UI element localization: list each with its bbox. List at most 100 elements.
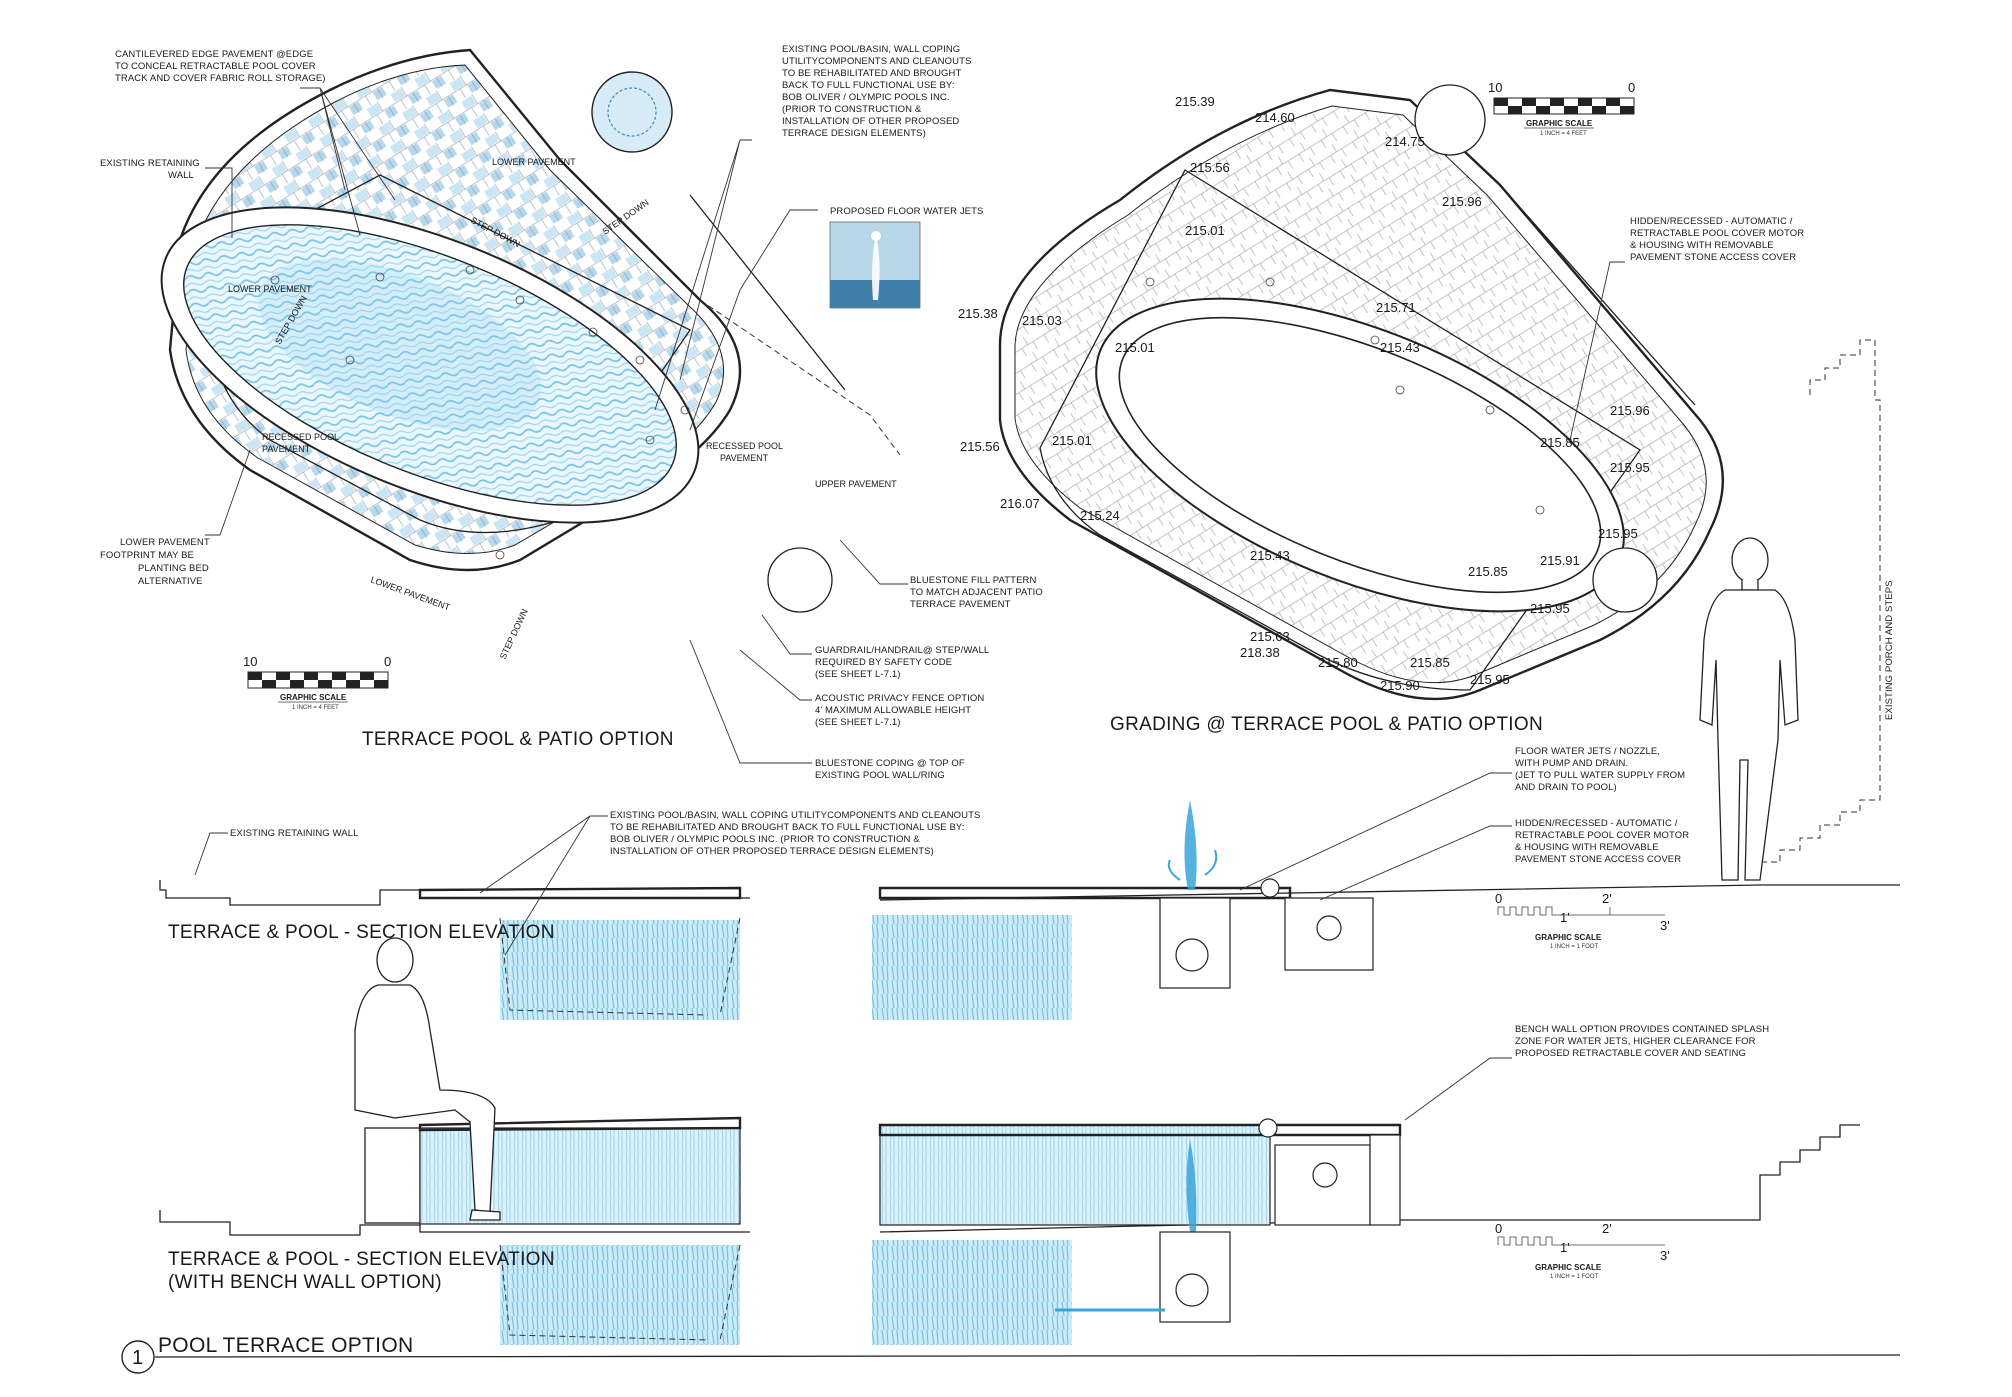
leader-section1-hidden: [1319, 825, 1512, 901]
graphic-scale-section2: 0 1' 2' 3' GRAPHIC SCALE 1 INCH = 1 FOOT: [1495, 1221, 1670, 1280]
svg-text:FOOTPRINT MAY BE: FOOTPRINT MAY BE: [100, 550, 194, 561]
leader-section1-existing-pool: [479, 815, 608, 956]
svg-text:BOB OLIVER / OLYMPIC POOLS INC: BOB OLIVER / OLYMPIC POOLS INC. (PRIOR T…: [610, 834, 920, 845]
leader-bench: [1404, 1057, 1512, 1121]
graphic-scale-left: 10 0 GRAPHIC SCALE 1 INCH = 4 FEET: [243, 654, 391, 711]
svg-text:1 INCH = 1 FOOT: 1 INCH = 1 FOOT: [1550, 1274, 1599, 1280]
svg-text:1 INCH = 4 FEET: 1 INCH = 4 FEET: [1540, 131, 1587, 137]
svg-text:INSTALLATION OF OTHER PROPOSED: INSTALLATION OF OTHER PROPOSED TERRACE D…: [610, 846, 934, 857]
svg-text:PLANTING BED: PLANTING BED: [138, 563, 209, 574]
graphic-scale-right: 10 0 GRAPHIC SCALE 1 INCH = 4 FEET: [1488, 80, 1635, 137]
grade-08: 215.03: [1022, 313, 1062, 328]
existing-porch-steps: [1759, 339, 1881, 880]
svg-text:BOB OLIVER / OLYMPIC POOLS INC: BOB OLIVER / OLYMPIC POOLS INC.: [782, 92, 950, 103]
grade-15: 215.85: [1540, 435, 1580, 450]
svg-text:UTILITYCOMPONENTS AND CLEANOUT: UTILITYCOMPONENTS AND CLEANOUTS: [782, 56, 971, 67]
svg-text:TO BE REHABILITATED AND BROUGH: TO BE REHABILITATED AND BROUGHT: [782, 68, 962, 79]
note-bench-wall: BENCH WALL OPTION PROVIDES CONTAINED SPL…: [1515, 1024, 1769, 1059]
note-cantilevered: CANTILEVERED EDGE PAVEMENT @EDGE TO CONC…: [115, 49, 326, 84]
leader-lower-footprint: [205, 449, 251, 536]
svg-text:TO BE REHABILITATED AND BROUGH: TO BE REHABILITATED AND BROUGHT BACK TO …: [610, 822, 965, 833]
grade-04: 215.56: [1190, 160, 1230, 175]
grading-pool: [1118, 316, 1602, 594]
leader-section1-floor-jets: [1239, 772, 1512, 891]
note-section1-hidden: HIDDEN/RECESSED - AUTOMATIC / RETRACTABL…: [1515, 818, 1689, 865]
svg-text:EXISTING POOL/BASIN, WALL COPI: EXISTING POOL/BASIN, WALL COPING UTILITY…: [610, 810, 980, 821]
svg-text:LOWER PAVEMENT: LOWER PAVEMENT: [120, 537, 210, 548]
grade-03: 214.75: [1385, 134, 1425, 149]
svg-text:AND DRAIN TO POOL): AND DRAIN TO POOL): [1515, 782, 1617, 793]
svg-text:WITH PUMP AND DRAIN.: WITH PUMP AND DRAIN.: [1515, 758, 1628, 769]
svg-text:(SEE SHEET L-7.1): (SEE SHEET L-7.1): [815, 717, 900, 728]
note-coping: BLUESTONE COPING @ TOP OF EXISTING POOL …: [815, 758, 965, 781]
svg-text:INSTALLATION OF OTHER PROPOSED: INSTALLATION OF OTHER PROPOSED: [782, 116, 959, 127]
floor-jets: [270, 265, 690, 560]
svg-text:CANTILEVERED EDGE PAVEMENT @ED: CANTILEVERED EDGE PAVEMENT @EDGE: [115, 49, 313, 60]
grade-28: 215.90: [1380, 678, 1420, 693]
section2-cover-roll: [1258, 1118, 1278, 1138]
section2-pool-water-right: [872, 1240, 1072, 1345]
note-bluestone-fill: BLUESTONE FILL PATTERN TO MATCH ADJACENT…: [910, 575, 1043, 610]
svg-text:BACK TO FULL FUNCTIONAL USE BY: BACK TO FULL FUNCTIONAL USE BY:: [782, 80, 955, 91]
seated-person-figure: [354, 937, 501, 1221]
note-hidden-motor-plan: HIDDEN/RECESSED - AUTOMATIC / RETRACTABL…: [1630, 216, 1804, 263]
grade-12: 215.96: [1610, 403, 1650, 418]
title-section-elevation-2: TERRACE & POOL - SECTION ELEVATION: [168, 1249, 555, 1270]
svg-text:3': 3': [1660, 918, 1670, 933]
label-lower-pavement-left: LOWER PAVEMENT: [228, 284, 312, 294]
svg-text:RETRACTABLE POOL COVER MOTOR: RETRACTABLE POOL COVER MOTOR: [1630, 228, 1804, 239]
section2-ground: [159, 1210, 750, 1236]
jet-photo: [829, 221, 921, 309]
title-section-elevation-1: TERRACE & POOL - SECTION ELEVATION: [168, 922, 555, 943]
grade-17: 216.07: [1000, 496, 1040, 511]
svg-text:ALTERNATIVE: ALTERNATIVE: [138, 576, 203, 587]
svg-text:TO CONCEAL RETRACTABLE POOL CO: TO CONCEAL RETRACTABLE POOL COVER: [115, 61, 316, 72]
planter-bottom: [767, 547, 833, 613]
section2-pool-water-left: [500, 1245, 740, 1345]
label-step-down-4: STEP DOWN: [498, 607, 530, 660]
svg-text:GUARDRAIL/HANDRAIL@ STEP/WALL: GUARDRAIL/HANDRAIL@ STEP/WALL: [815, 645, 989, 656]
grade-05: 215.01: [1185, 223, 1225, 238]
svg-text:10: 10: [243, 654, 257, 669]
svg-text:TRACK AND COVER FABRIC ROLL ST: TRACK AND COVER FABRIC ROLL STORAGE): [115, 73, 326, 84]
terrace-outer-edge: [168, 48, 742, 572]
grade-07: 215.38: [958, 306, 998, 321]
leader-jets: [689, 209, 818, 431]
svg-text:FLOOR WATER JETS / NOZZLE,: FLOOR WATER JETS / NOZZLE,: [1515, 746, 1660, 757]
grade-06: 215.96: [1442, 194, 1482, 209]
svg-text:HIDDEN/RECESSED - AUTOMATIC /: HIDDEN/RECESSED - AUTOMATIC /: [1630, 216, 1793, 227]
leader-existing-pool: [654, 139, 752, 411]
label-recessed-left-2: PAVEMENT: [262, 444, 311, 454]
svg-text:HIDDEN/RECESSED - AUTOMATIC /: HIDDEN/RECESSED - AUTOMATIC /: [1515, 818, 1678, 829]
section1-ground-left: [159, 880, 750, 906]
note-retaining-wall: EXISTING RETAINING WALL: [100, 158, 200, 181]
label-lower-pavement-bottom: LOWER PAVEMENT: [369, 574, 452, 612]
svg-text:1': 1': [1560, 910, 1570, 925]
label-step-down-2: STEP DOWN: [600, 197, 650, 236]
graphic-scale-section1: 0 1' 2' 3' GRAPHIC SCALE 1 INCH = 1 FOOT: [1495, 891, 1670, 950]
section1-coping-left: [418, 886, 742, 900]
grade-24: 215.63: [1250, 629, 1290, 644]
label-existing-porch: EXISTING PORCH AND STEPS: [1884, 580, 1895, 720]
pool-water-tint: [258, 259, 542, 431]
grade-25: 218.38: [1240, 645, 1280, 660]
svg-text:(PRIOR TO CONSTRUCTION &: (PRIOR TO CONSTRUCTION &: [782, 104, 922, 115]
grade-26: 215.80: [1318, 655, 1358, 670]
svg-text:EXISTING RETAINING: EXISTING RETAINING: [100, 158, 200, 169]
section2-wall-right: [879, 1124, 1271, 1226]
grade-02: 214.60: [1255, 110, 1295, 125]
grade-16: 215.95: [1610, 460, 1650, 475]
svg-text:GRAPHIC SCALE: GRAPHIC SCALE: [1526, 119, 1593, 128]
note-proposed-jets: PROPOSED FLOOR WATER JETS: [830, 206, 983, 217]
grade-09: 215.01: [1115, 340, 1155, 355]
svg-text:1 INCH = 1 FOOT: 1 INCH = 1 FOOT: [1550, 944, 1599, 950]
section1-pool-wall-left: [499, 917, 741, 1016]
note-lower-footprint: LOWER PAVEMENT FOOTPRINT MAY BE PLANTING…: [100, 537, 210, 587]
section2-bench-wall: [364, 1127, 421, 1224]
sheet-number: 1: [132, 1347, 143, 1369]
svg-text:PROPOSED RETRACTABLE COVER AND: PROPOSED RETRACTABLE COVER AND SEATING: [1515, 1048, 1746, 1059]
svg-text:TERRACE PAVEMENT: TERRACE PAVEMENT: [910, 599, 1011, 610]
planter-top: [591, 71, 673, 153]
svg-text:0: 0: [1495, 1221, 1502, 1236]
grade-20: 215.95: [1598, 526, 1638, 541]
